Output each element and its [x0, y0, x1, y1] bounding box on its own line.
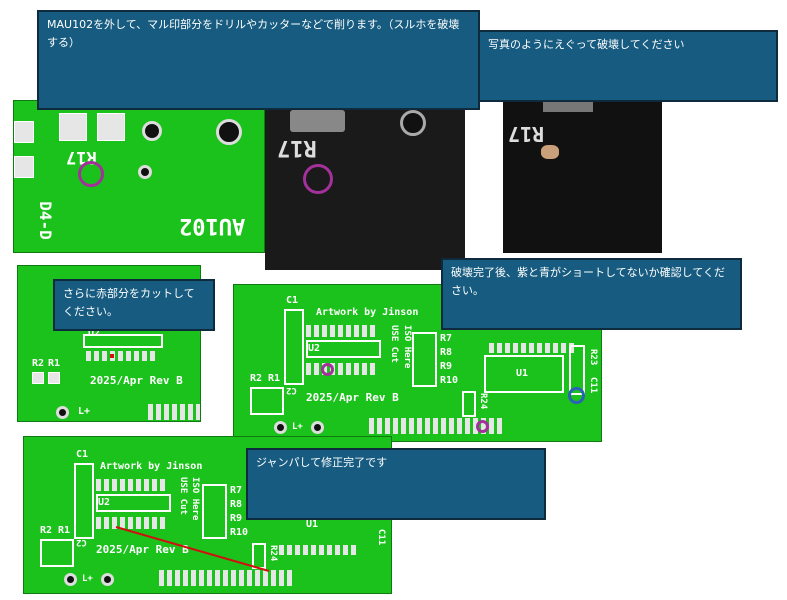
label-cut: Cut	[389, 346, 399, 363]
label-iso-here: ISO Here	[402, 325, 412, 368]
photo-board-before: R17	[265, 100, 465, 270]
purple-circle-marker	[321, 363, 334, 376]
resistor-array	[412, 332, 437, 387]
connector	[290, 110, 345, 132]
c1-outline	[74, 463, 94, 539]
label-lplus: L+	[78, 406, 91, 417]
label-r1: R1	[268, 373, 281, 384]
label-r2: R2	[250, 373, 263, 384]
label-rev: 2025/Apr Rev B	[96, 543, 189, 556]
via	[274, 421, 287, 434]
label-r17: R17	[508, 122, 545, 146]
label-use: USE	[178, 477, 188, 494]
pcb-closeup-image: R17 AU102 D4-D	[13, 100, 265, 253]
label-iso: ISO	[190, 477, 200, 494]
label-c1: C1	[286, 295, 299, 306]
blue-circle-marker	[568, 387, 585, 404]
label-r2: R2	[32, 358, 45, 369]
label-here: Here	[190, 498, 200, 521]
label-cut: Cut	[178, 498, 188, 515]
note-step4: 破壊完了後、紫と青がショートしてないか確認してください。	[441, 258, 742, 330]
via	[311, 421, 324, 434]
note-step2: 写真のようにえぐって破壊してください	[478, 30, 778, 102]
pad	[14, 156, 34, 178]
label-lplus: L+	[292, 422, 303, 432]
photo-board-after: R17	[503, 100, 662, 253]
via	[400, 110, 426, 136]
label-iso: ISO	[402, 325, 412, 342]
label-c1: C1	[76, 449, 89, 460]
purple-circle-marker	[303, 164, 333, 194]
label-u2: U2	[88, 328, 101, 339]
u1-outline	[484, 355, 564, 393]
note-step3: さらに赤部分をカットしてください。	[53, 279, 215, 331]
label-rev: 2025/Apr Rev B	[306, 391, 399, 404]
u2-outline	[306, 340, 381, 358]
via	[56, 406, 69, 419]
label-r8: R8	[440, 347, 453, 358]
pad	[97, 113, 125, 141]
via	[142, 121, 162, 141]
label-r9: R9	[230, 513, 243, 524]
via	[101, 573, 114, 586]
via	[216, 119, 242, 145]
label-au102: AU102	[179, 213, 246, 238]
r1-r2-outline	[40, 539, 74, 567]
c1-outline	[284, 309, 304, 385]
label-r7: R7	[440, 333, 453, 344]
jumper-wire	[115, 526, 270, 572]
r1-r2-outline	[250, 387, 284, 415]
label-r7: R7	[230, 485, 243, 496]
destroyed-via	[541, 145, 559, 159]
label-artwork: Artwork by Jinson	[100, 461, 203, 472]
pad	[14, 121, 34, 143]
label-r24: R24	[478, 393, 488, 410]
label-r1: R1	[48, 358, 61, 369]
label-u2: U2	[98, 497, 111, 508]
note-step1: MAU102を外して、マル印部分をドリルやカッターなどで削ります。（スルホを破壊…	[37, 10, 480, 110]
label-r23: R23	[588, 349, 598, 366]
label-rev: 2025/Apr Rev B	[90, 374, 183, 387]
label-u1: U1	[516, 368, 529, 379]
note-step5: ジャンパして修正完了です	[246, 448, 546, 520]
via	[64, 573, 77, 586]
label-r24: R24	[268, 545, 278, 562]
label-r1: R1	[58, 525, 71, 536]
label-c11: C11	[376, 529, 386, 546]
label-use-cut: USE Cut	[178, 477, 188, 515]
label-r2: R2	[40, 525, 53, 536]
label-d4: D4-D	[35, 201, 55, 240]
label-artwork: Artwork by Jinson	[316, 307, 419, 318]
pad	[59, 113, 87, 141]
u2-outline	[96, 494, 171, 512]
label-r10: R10	[440, 375, 459, 386]
purple-circle-marker	[476, 420, 489, 433]
label-r10: R10	[230, 527, 249, 538]
purple-circle-marker	[78, 161, 104, 187]
r24-outline	[462, 391, 476, 417]
label-here: Here	[402, 346, 412, 369]
pcb-cut-image: U2 R2 R1 2025/Apr Rev B L+	[17, 265, 201, 422]
label-use: USE	[389, 325, 399, 342]
label-lplus: L+	[82, 574, 93, 584]
label-r8: R8	[230, 499, 243, 510]
label-iso-here: ISO Here	[190, 477, 200, 520]
connector	[543, 100, 593, 112]
label-r17: R17	[277, 135, 317, 160]
u2-outline	[83, 334, 163, 348]
red-cut-mark	[110, 354, 114, 358]
jumper-wire-line	[115, 526, 270, 572]
label-c2: C2	[286, 385, 297, 395]
label-u1: U1	[306, 519, 319, 530]
label-r9: R9	[440, 361, 453, 372]
via	[138, 165, 152, 179]
label-c11: C11	[588, 377, 598, 394]
label-u2: U2	[308, 343, 321, 354]
label-use-cut: USE Cut	[389, 325, 399, 363]
resistor-array	[202, 484, 227, 539]
